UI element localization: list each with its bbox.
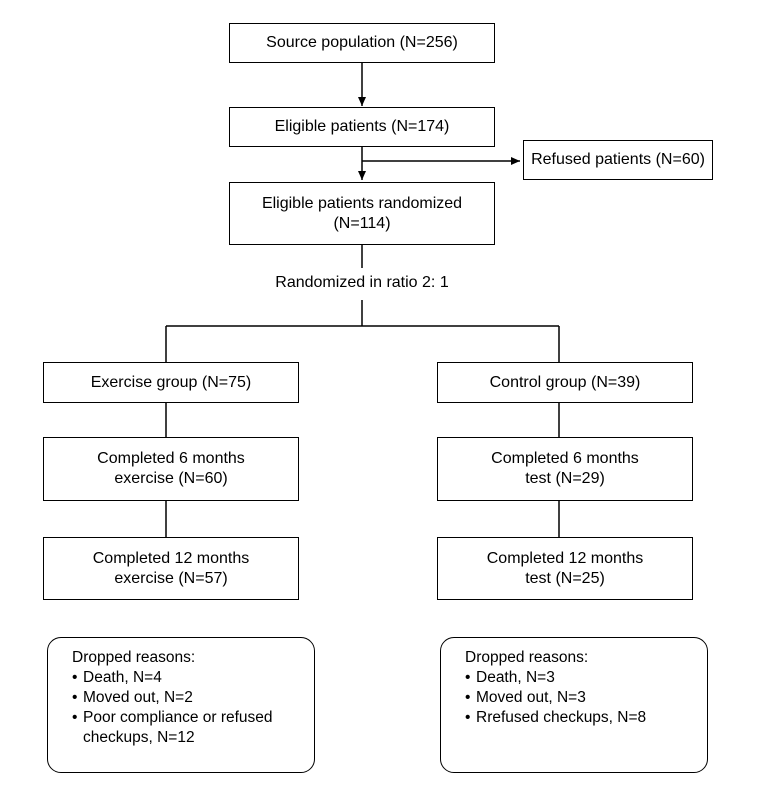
control-dropped-list: Death, N=3 Moved out, N=3 Rrefused check… bbox=[465, 668, 646, 728]
exercise-12m-box: Completed 12 months exercise (N=57) bbox=[43, 537, 299, 600]
randomized-line2: (N=114) bbox=[333, 214, 391, 232]
list-item: Moved out, N=3 bbox=[465, 688, 646, 708]
list-item: Death, N=3 bbox=[465, 668, 646, 688]
exercise-6m-line1: Completed 6 months bbox=[97, 450, 245, 467]
exercise-dropped-title: Dropped reasons: bbox=[72, 649, 196, 666]
randomized-line1: Eligible patients randomized bbox=[261, 194, 463, 212]
control-12m-line1: Completed 12 months bbox=[486, 549, 644, 567]
control-6m-line2: test (N=29) bbox=[525, 470, 605, 487]
exercise-dropped-box: Dropped reasons: Death, N=4 Moved out, N… bbox=[47, 637, 315, 773]
list-item: Poor compliance or refused checkups, N=1… bbox=[72, 708, 283, 748]
list-item: Death, N=4 bbox=[72, 668, 283, 688]
list-item: Moved out, N=2 bbox=[72, 688, 283, 708]
control-6m-line1: Completed 6 months bbox=[491, 450, 639, 467]
control-12m-box: Completed 12 months test (N=25) bbox=[437, 537, 693, 600]
exercise-12m-line1: Completed 12 months bbox=[92, 549, 250, 567]
exercise-dropped-list: Death, N=4 Moved out, N=2 Poor complianc… bbox=[72, 668, 283, 748]
ratio-label: Randomized in ratio 2: 1 bbox=[275, 274, 449, 291]
exercise-12m-line2: exercise (N=57) bbox=[114, 569, 228, 587]
exercise-group-text: Exercise group (N=75) bbox=[90, 373, 252, 391]
eligible-patients-text: Eligible patients (N=174) bbox=[274, 118, 450, 135]
refused-patients-text: Refused patients (N=60) bbox=[531, 151, 705, 168]
control-group-box: Control group (N=39) bbox=[437, 362, 693, 403]
eligible-patients-box: Eligible patients (N=174) bbox=[229, 107, 495, 147]
control-group-text: Control group (N=39) bbox=[489, 373, 641, 391]
source-population-box: Source population (N=256) bbox=[229, 23, 495, 63]
exercise-group-box: Exercise group (N=75) bbox=[43, 362, 299, 403]
control-6m-box: Completed 6 months test (N=29) bbox=[437, 437, 693, 501]
randomized-box: Eligible patients randomized (N=114) bbox=[229, 182, 495, 245]
control-dropped-title: Dropped reasons: bbox=[465, 649, 589, 666]
refused-patients-box: Refused patients (N=60) bbox=[523, 140, 713, 180]
exercise-6m-box: Completed 6 months exercise (N=60) bbox=[43, 437, 299, 501]
list-item: Rrefused checkups, N=8 bbox=[465, 708, 646, 728]
exercise-6m-line2: exercise (N=60) bbox=[114, 470, 228, 487]
source-population-text: Source population (N=256) bbox=[266, 34, 458, 51]
control-dropped-box: Dropped reasons: Death, N=3 Moved out, N… bbox=[440, 637, 708, 773]
control-12m-line2: test (N=25) bbox=[525, 569, 605, 587]
